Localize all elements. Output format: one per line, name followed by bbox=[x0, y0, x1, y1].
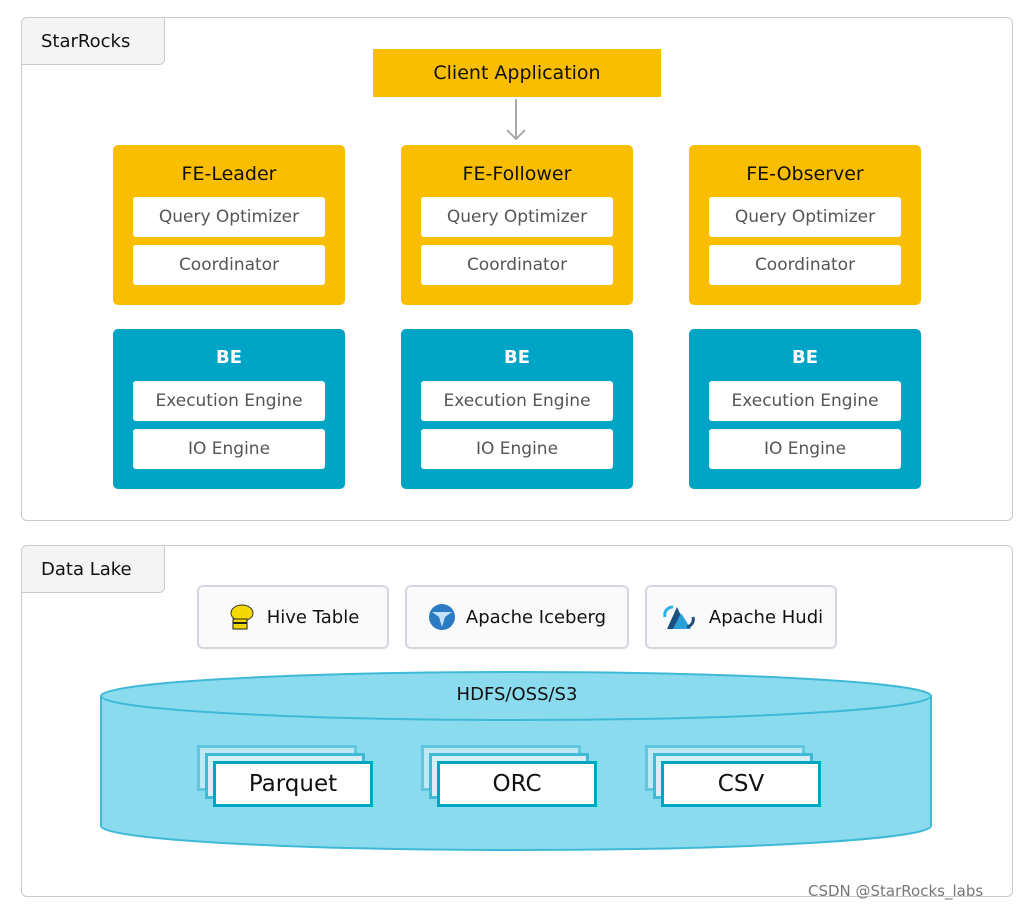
iceberg-icon bbox=[428, 604, 455, 630]
format-label: Hive Table bbox=[266, 606, 360, 628]
node-title: FE-Leader bbox=[181, 163, 277, 185]
node-title: FE-Follower bbox=[462, 163, 572, 185]
node-component: Coordinator bbox=[421, 245, 613, 285]
node-component: Coordinator bbox=[709, 245, 901, 285]
starrocks-label: StarRocks bbox=[21, 17, 165, 65]
node-component: Query Optimizer bbox=[709, 197, 901, 237]
arrow-down-icon bbox=[506, 99, 526, 141]
node-component: Execution Engine bbox=[133, 381, 325, 421]
node-title: BE bbox=[215, 347, 242, 368]
fe-node: FE-Follower Query Optimizer Coordinator bbox=[401, 145, 633, 305]
fe-node: FE-Observer Query Optimizer Coordinator bbox=[689, 145, 921, 305]
format-iceberg: Apache Iceberg bbox=[405, 585, 629, 649]
node-title: BE bbox=[791, 347, 818, 368]
node-component: IO Engine bbox=[709, 429, 901, 469]
node-component: IO Engine bbox=[133, 429, 325, 469]
node-component: Execution Engine bbox=[709, 381, 901, 421]
file-format: Parquet bbox=[213, 761, 373, 807]
watermark: CSDN @StarRocks_labs bbox=[808, 882, 984, 900]
datalake-label: Data Lake bbox=[21, 545, 165, 593]
node-component: IO Engine bbox=[421, 429, 613, 469]
fe-node: FE-Leader Query Optimizer Coordinator bbox=[113, 145, 345, 305]
node-component: Execution Engine bbox=[421, 381, 613, 421]
format-hudi: Apache Hudi bbox=[645, 585, 837, 649]
format-label: Apache Hudi bbox=[708, 606, 824, 628]
node-component: Query Optimizer bbox=[133, 197, 325, 237]
node-component: Coordinator bbox=[133, 245, 325, 285]
file-format: CSV bbox=[661, 761, 821, 807]
be-node: BE Execution Engine IO Engine bbox=[401, 329, 633, 489]
be-node: BE Execution Engine IO Engine bbox=[113, 329, 345, 489]
client-application: Client Application bbox=[373, 49, 661, 97]
be-node: BE Execution Engine IO Engine bbox=[689, 329, 921, 489]
node-title: FE-Observer bbox=[746, 163, 864, 185]
file-format: ORC bbox=[437, 761, 597, 807]
storage-label: HDFS/OSS/S3 bbox=[456, 684, 578, 705]
format-hive: Hive Table bbox=[197, 585, 389, 649]
node-title: BE bbox=[503, 347, 530, 368]
node-component: Query Optimizer bbox=[421, 197, 613, 237]
hudi-icon bbox=[663, 605, 695, 629]
hive-icon bbox=[230, 604, 254, 630]
format-label: Apache Iceberg bbox=[465, 606, 607, 628]
